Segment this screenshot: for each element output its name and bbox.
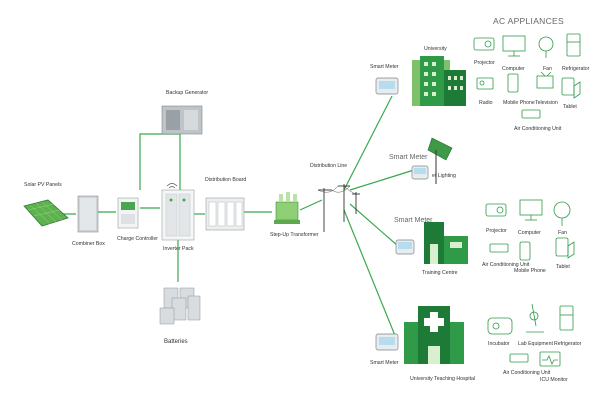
backup-generator: Backup Generator [161, 90, 208, 135]
tablet-icon [561, 77, 581, 99]
inverter-pack: Inverter Pack [161, 183, 195, 252]
appliance-label-air-conditioning: Air Conditioning Unit [503, 370, 551, 376]
university-building-icon [412, 56, 466, 106]
transformer: Step-Up Transformer [270, 192, 319, 238]
smart-meter-label: Smart Meter [394, 217, 433, 224]
appliance-label-computer: Computer [518, 230, 541, 236]
combiner-box-label: Combiner Box [72, 241, 105, 247]
appliance-label-fan: Fan [558, 230, 567, 236]
appliance-label-projector: Projector [486, 228, 507, 234]
training-centre-building-icon [424, 222, 468, 264]
radio-icon [476, 77, 494, 90]
air-conditioning-icon [521, 109, 541, 119]
smart-meter-university: Smart Meter [370, 64, 399, 95]
distribution-line: Distribution Line [310, 163, 360, 232]
university-appliances [473, 33, 581, 119]
appliance-label-refrigerator: Refrigerator [562, 66, 590, 72]
batteries-label: Batteries [164, 339, 188, 345]
appliance-label-incubator: Incubator [488, 341, 510, 347]
smart-meter-hospital: Smart Meter [370, 333, 399, 366]
projector-icon [485, 203, 507, 217]
solar-panels: Solar PV Panels [23, 182, 69, 227]
television-icon [536, 71, 554, 89]
wifi-icon [166, 183, 178, 189]
appliance-label-radio: Radio [479, 100, 493, 106]
appliance-label-icu-monitor: ICU Monitor [540, 377, 568, 383]
combiner-box: Combiner Box [72, 195, 105, 247]
appliance-label-television: Television [535, 100, 558, 106]
smart-meter-label: Smart Meter [370, 360, 399, 366]
smart-meter-label: Smart Meter [389, 154, 428, 161]
distribution-board: Distribution Board [205, 177, 246, 231]
appliance-label-air-conditioning: Air Conditioning Unit [514, 126, 562, 132]
backup-generator-label: Backup Generator [166, 90, 208, 96]
computer-icon [502, 35, 526, 57]
appliance-label-tablet: Tablet [563, 104, 577, 110]
distribution-board-label: Distribution Board [205, 177, 246, 183]
appliance-label-tablet: Tablet [556, 264, 570, 270]
refrigerator-icon [559, 305, 574, 331]
smart-meter-training: Smart Meter [394, 217, 433, 255]
connector-line-university [343, 95, 393, 191]
appliance-label-computer: Computer [502, 66, 525, 72]
university-label: University [424, 46, 447, 52]
transformer-label-1: Step-Up Transformer [270, 232, 319, 238]
appliance-label-refrigerator: Refrigerator [554, 341, 582, 347]
fan-icon [553, 201, 571, 226]
distribution-line-label: Distribution Line [310, 163, 347, 169]
charge-controller-label: Charge Controller [117, 236, 158, 242]
smart-meter-street: Smart Meter [389, 154, 429, 180]
transformer-icon [274, 192, 300, 224]
incubator-icon [487, 317, 513, 335]
training-centre: Training Centre Projector Computer Fan A… [422, 199, 575, 276]
connector-line-hospital [343, 209, 397, 339]
training-appliances [485, 199, 575, 261]
hospital-building-icon [404, 306, 464, 364]
charge-controller: Charge Controller [117, 197, 158, 242]
appliance-label-mobile-phone: Mobile Phone [503, 100, 535, 106]
solar-panel-array [23, 199, 69, 227]
air-conditioning-icon [509, 353, 529, 363]
street-lighting-label: et Lighting [432, 173, 456, 179]
appliance-label-lab-equipment: Lab Equipment [518, 341, 553, 347]
hospital-appliances [487, 303, 574, 367]
computer-icon [519, 199, 543, 221]
power-pole-icon [317, 184, 360, 232]
mobile-phone-icon [507, 73, 519, 93]
appliance-label-projector: Projector [474, 60, 495, 66]
appliance-label-mobile-phone: Mobile Phone [514, 268, 546, 274]
tablet-icon [555, 237, 575, 259]
smart-meter-label: Smart Meter [370, 64, 399, 70]
icu-monitor-icon [539, 351, 561, 367]
connectors [58, 95, 415, 339]
connector-line-training [349, 203, 399, 247]
hospital: University Teaching Hospital Incubator L… [404, 303, 582, 383]
battery-bank-icon [159, 287, 201, 325]
connector-line-street [349, 169, 415, 191]
appliance-label-air-conditioning: Air Conditioning Unit [482, 262, 530, 268]
lab-equipment-icon [526, 303, 544, 333]
solar-street-light-icon [427, 137, 453, 184]
air-conditioning-icon [489, 243, 509, 253]
connector-generator-inverter [139, 133, 181, 192]
ac-appliances-title: AC APPLIANCES [493, 16, 564, 26]
inverter-pack-label: Inverter Pack [163, 246, 194, 252]
projector-icon [473, 37, 495, 51]
mobile-phone-icon [519, 241, 531, 261]
solar-label-1: Solar PV Panels [24, 182, 62, 188]
hospital-label-1: University Teaching Hospital [410, 376, 475, 382]
refrigerator-icon [566, 33, 581, 57]
batteries: Batteries [159, 287, 201, 345]
university: University Projector Computer Fan Refrig… [412, 33, 590, 132]
fan-icon [538, 36, 554, 58]
appliance-label-fan: Fan [543, 66, 552, 72]
street-lighting: et Lighting [427, 137, 456, 184]
training-centre-label: Training Centre [422, 270, 458, 276]
connector-transformer-line [299, 199, 323, 211]
